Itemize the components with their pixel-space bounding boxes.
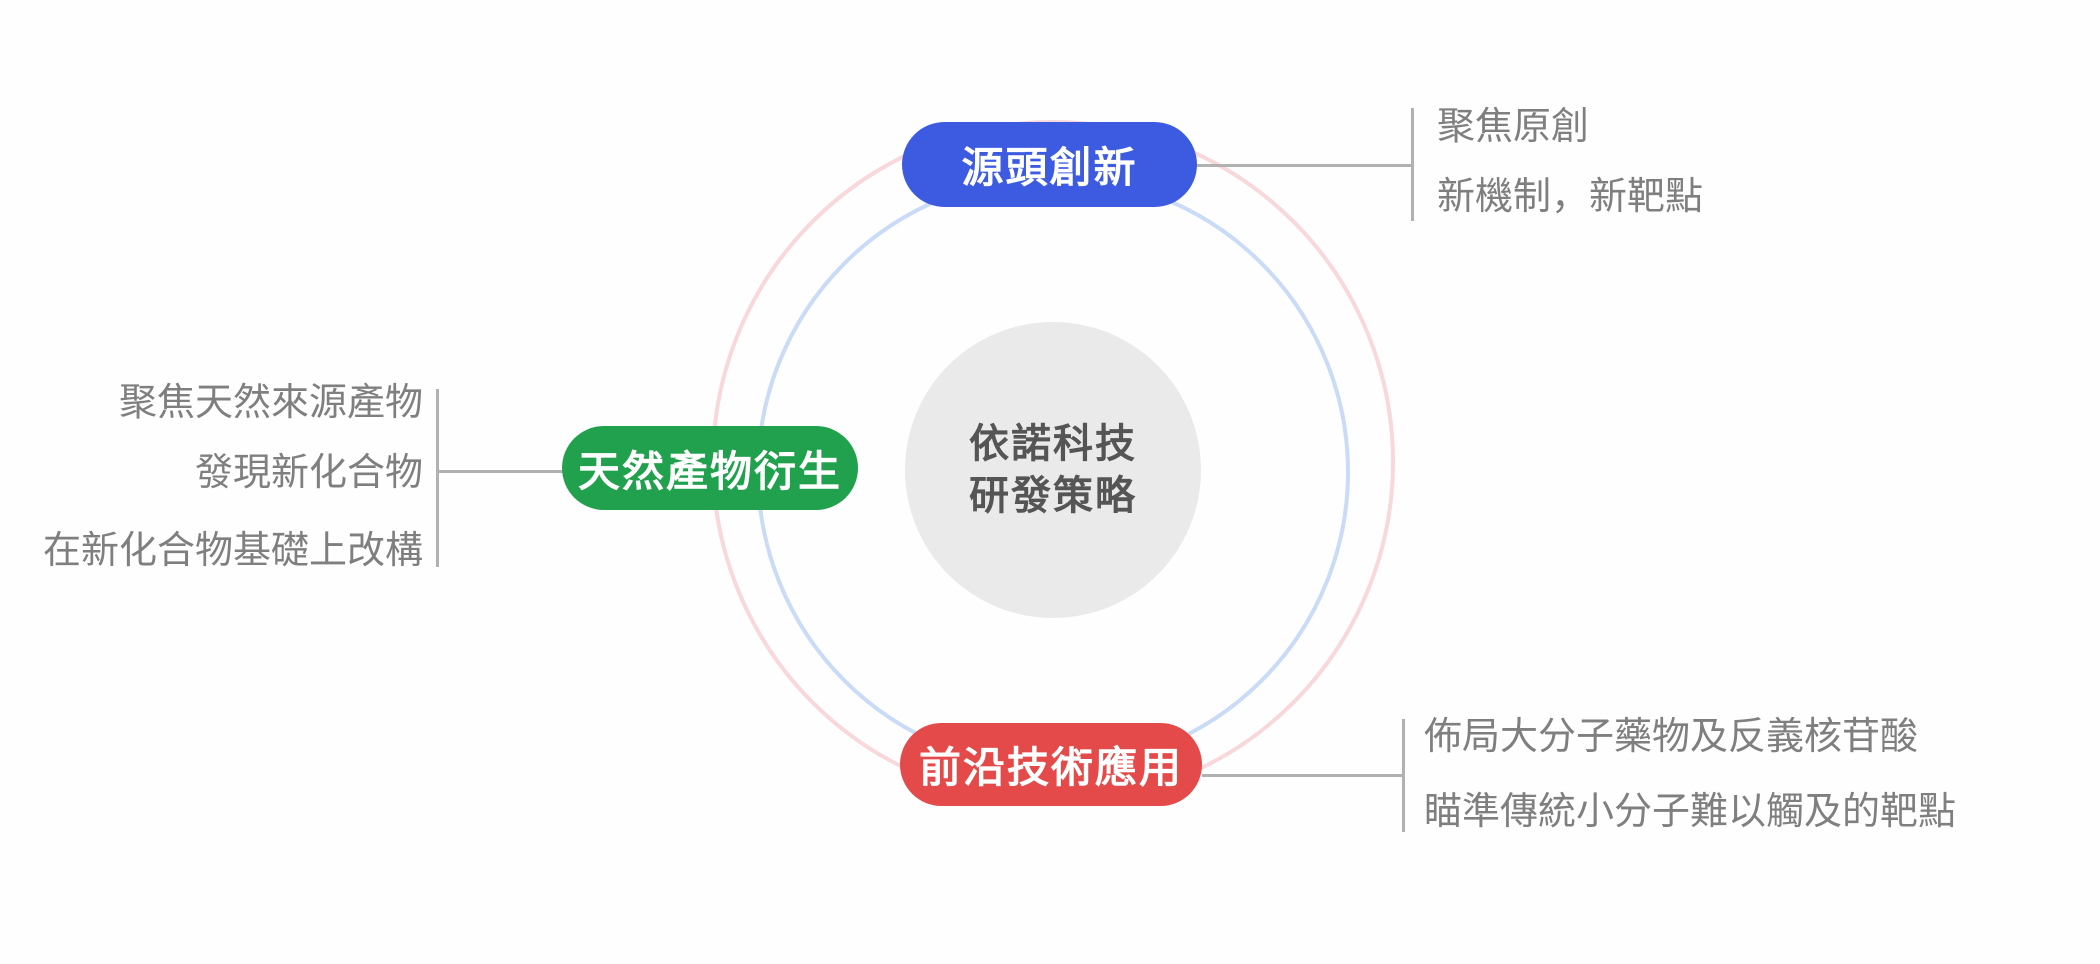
note-text: 新機制，新靶點: [1437, 176, 1704, 218]
note-text: 發現新化合物: [194, 452, 423, 494]
branch-pill-natural-product-derivation: 天然產物衍生: [562, 426, 858, 510]
branch-label: 源頭創新: [961, 144, 1138, 191]
note-text: 瞄準傳統小分子難以觸及的靶點: [1424, 791, 1957, 833]
center-title-line1: 依諾科技: [969, 422, 1137, 466]
note-text: 聚焦原創: [1437, 106, 1590, 148]
connector-line-top: [1196, 164, 1412, 167]
center-circle: 依諾科技 研發策略: [905, 322, 1201, 618]
note-text: 在新化合物基礎上改構: [42, 530, 423, 572]
branch-pill-frontier-technology: 前沿技術應用: [900, 723, 1202, 806]
branch-pill-source-innovation: 源頭創新: [902, 122, 1197, 207]
connector-bracket-top: [1411, 108, 1414, 221]
branch-label: 前沿技術應用: [918, 744, 1183, 791]
connector-bracket-left: [436, 389, 439, 567]
connector-line-bottom: [1202, 774, 1403, 777]
note-text: 佈局大分子藥物及反義核苷酸: [1424, 716, 1919, 758]
connector-bracket-bottom: [1402, 719, 1405, 832]
branch-label: 天然產物衍生: [577, 447, 842, 495]
note-text: 聚焦天然來源產物: [118, 382, 423, 424]
center-title-line2: 研發策略: [969, 474, 1137, 518]
connector-line-left: [439, 470, 565, 473]
